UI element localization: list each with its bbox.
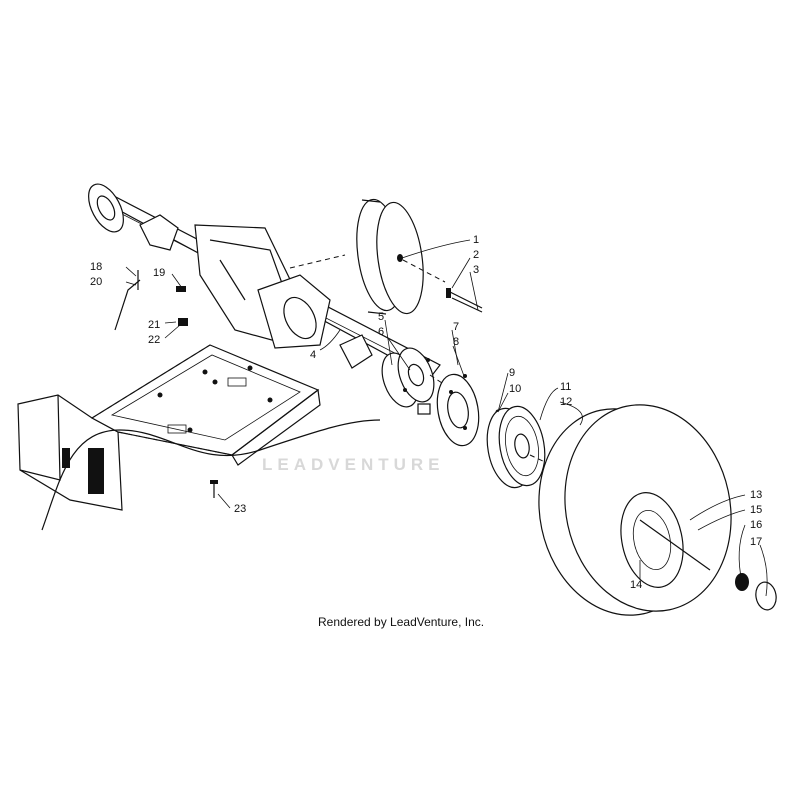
watermark: LEADVENTURE: [262, 455, 445, 474]
watermark-text: LEADVENTURE: [262, 455, 445, 474]
callout-3: 3: [473, 264, 479, 276]
callout-13: 13: [750, 489, 762, 501]
brake-plate: [436, 373, 501, 447]
callout-20: 20: [90, 276, 102, 288]
callout-10: 10: [509, 383, 521, 395]
wheel-hub: [381, 347, 467, 415]
callout-6: 6: [378, 326, 384, 338]
callout-5: 5: [378, 311, 384, 323]
brake-disc: [356, 198, 446, 315]
callout-23: 23: [234, 503, 246, 515]
callout-22: 22: [148, 334, 160, 346]
callout-4: 4: [310, 349, 316, 361]
callout-8: 8: [453, 336, 459, 348]
callout-21: 21: [148, 319, 160, 331]
callout-11: 11: [560, 381, 571, 393]
callout-labels: 1 2 3 4 5 6 7 8 9 10 11 12 13 14 15 16 1…: [90, 234, 762, 591]
callout-19: 19: [153, 267, 165, 279]
brake-drum: [486, 405, 563, 489]
callout-9: 9: [509, 367, 515, 379]
callout-17: 17: [750, 536, 762, 548]
callout-1: 1: [473, 234, 479, 246]
bolt: [446, 288, 483, 313]
rear-axle-assembly: [88, 183, 441, 379]
brake-cable: [41, 270, 381, 531]
callout-7: 7: [453, 321, 459, 333]
tire-and-wheel: [538, 404, 732, 616]
frame-skid-plate: [17, 344, 321, 511]
callout-12: 12: [560, 396, 572, 408]
callout-18: 18: [90, 261, 102, 273]
callout-14: 14: [630, 579, 642, 591]
callout-2: 2: [473, 249, 479, 261]
render-credit: Rendered by LeadVenture, Inc.: [318, 615, 484, 629]
callout-15: 15: [750, 504, 762, 516]
callout-16: 16: [750, 519, 762, 531]
callout-leaders: [125, 239, 768, 597]
